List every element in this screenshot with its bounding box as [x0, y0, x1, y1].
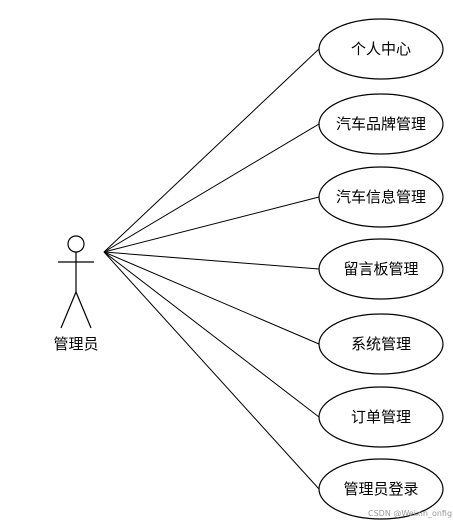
association-line [103, 123, 320, 253]
use-case-label: 留言板管理 [343, 260, 418, 278]
use-case: 留言板管理 [318, 238, 444, 300]
use-case: 订单管理 [318, 386, 444, 448]
use-case-label: 系统管理 [351, 335, 411, 353]
association-lines [103, 48, 320, 490]
association-line [103, 251, 320, 418]
association-line [103, 48, 320, 253]
use-case: 汽车信息管理 [318, 166, 444, 228]
actor-head [67, 235, 85, 253]
association-line [103, 196, 320, 253]
association-line [103, 251, 320, 270]
use-case-ellipse [318, 18, 444, 80]
use-case-label: 管理员登录 [343, 480, 418, 498]
use-case: 个人中心 [318, 18, 444, 80]
use-case-ellipse [318, 386, 444, 448]
actor-label: 管理员 [53, 335, 98, 353]
use-case-label: 汽车品牌管理 [336, 115, 426, 133]
association-line [103, 251, 320, 490]
actor: 管理员 [53, 235, 99, 353]
actor-left-leg [60, 291, 77, 329]
use-case: 汽车品牌管理 [318, 93, 444, 155]
use-case-label: 个人中心 [351, 40, 411, 58]
use-case-ellipse [318, 166, 444, 228]
use-case: 管理员登录 [318, 458, 444, 520]
use-case-ellipse [318, 313, 444, 375]
use-case-label: 订单管理 [351, 408, 411, 426]
use-case-ellipse [318, 458, 444, 520]
use-case-ellipse [318, 238, 444, 300]
use-case-ellipse [318, 93, 444, 155]
use-case-label: 汽车信息管理 [336, 188, 426, 206]
actor-right-leg [75, 291, 92, 329]
association-line [103, 251, 320, 345]
use-case: 系统管理 [318, 313, 444, 375]
watermark: CSDN @Weixin_onfig [368, 509, 452, 518]
